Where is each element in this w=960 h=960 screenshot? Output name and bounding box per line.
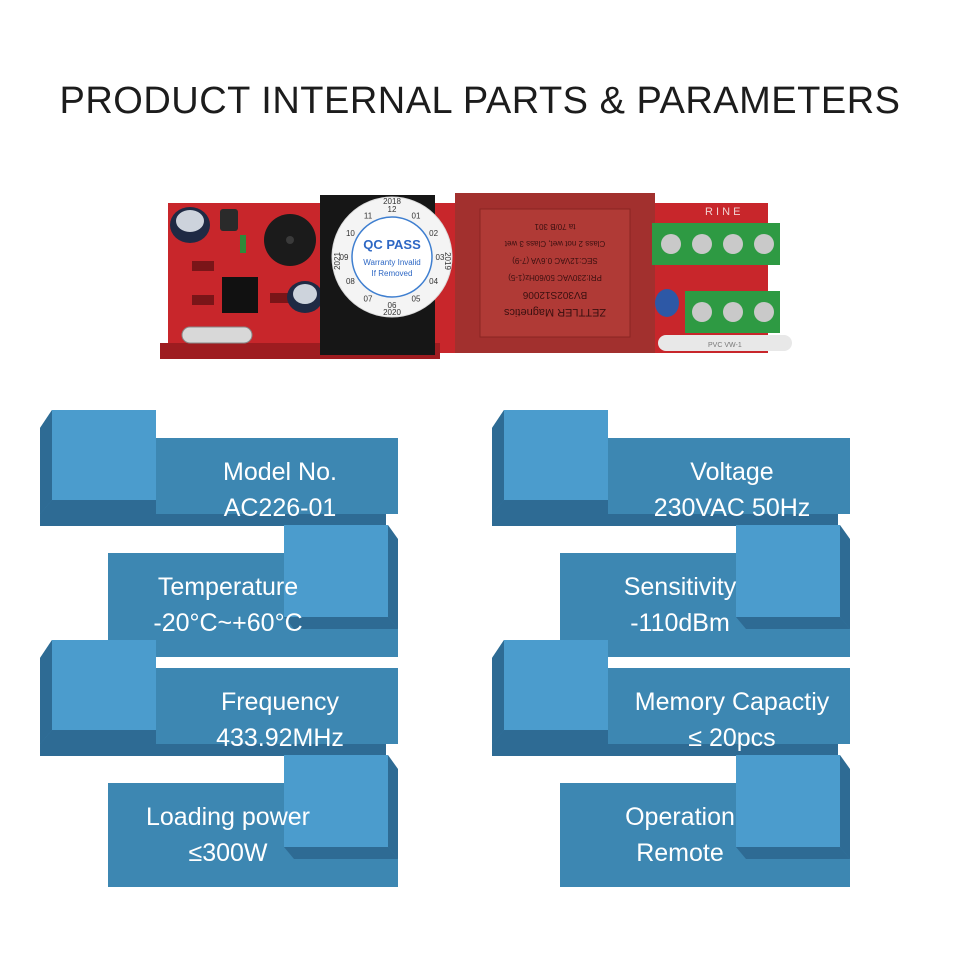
- param-card-text: Operation Remote: [560, 783, 800, 887]
- param-label: Sensitivity: [623, 573, 737, 601]
- dial-number: 02: [429, 229, 438, 238]
- param-card-shape: [560, 755, 850, 887]
- transformer: ZETTLER Magnetics BV302S12006 PRI:230VAC 5…: [455, 193, 655, 353]
- param-card: Voltage 230VAC 50Hz: [492, 410, 920, 542]
- param-card-shape: [40, 640, 398, 756]
- product-photo: QC PASS Warranty Invalid If Removed 12 01…: [160, 193, 792, 359]
- param-card-text: Temperature -20°C~+60°C: [108, 553, 348, 657]
- chip-icon: [222, 277, 258, 313]
- transformer-label: ta 70/B 301: [534, 222, 575, 231]
- dial-number: 04: [429, 277, 438, 286]
- param-card: Sensitivity -110dBm: [492, 525, 920, 657]
- transformer-label: BV302S12006: [522, 289, 587, 300]
- svg-text:PVC VW-1: PVC VW-1: [708, 342, 742, 349]
- dial-number: 12: [388, 205, 397, 214]
- param-card: Operation Remote: [492, 755, 920, 887]
- param-label: Frequency: [220, 688, 340, 716]
- blue-capacitor-icon: [655, 289, 679, 317]
- param-card-text: Loading power ≤300W: [108, 783, 348, 887]
- param-card: Frequency 433.92MHz: [40, 640, 468, 772]
- svg-text:Warranty Invalid: Warranty Invalid: [363, 258, 421, 267]
- capacitor-icon-2: [287, 281, 323, 313]
- param-value: -20°C~+60°C: [153, 609, 303, 637]
- dial-number: 07: [364, 295, 373, 304]
- param-label: Loading power: [145, 803, 310, 831]
- param-label: Memory Capactiy: [634, 688, 830, 716]
- param-value: 230VAC 50Hz: [653, 494, 811, 522]
- dial-number: 10: [346, 229, 355, 238]
- param-card-shape: [40, 410, 398, 526]
- param-card-shape: [108, 525, 398, 657]
- transformer-label: Class 2 not wet, Class 3 wet: [504, 239, 605, 248]
- svg-text:R I N E: R I N E: [705, 206, 740, 218]
- dial-number: 11: [364, 211, 373, 220]
- param-label: Model No.: [223, 458, 337, 486]
- param-card: Memory Capactiy ≤ 20pcs: [492, 640, 920, 772]
- param-card-shape: [108, 755, 398, 887]
- transformer-label: SEC:12VAC 0.6VA (7-9): [512, 256, 598, 265]
- param-card-text: Memory Capactiy ≤ 20pcs: [612, 668, 852, 772]
- param-card-shape: [492, 410, 850, 526]
- dial-number: 03: [436, 253, 445, 262]
- param-card-shape: [492, 640, 850, 756]
- page-title: PRODUCT INTERNAL PARTS & PARAMETERS: [59, 80, 901, 122]
- svg-text:2020: 2020: [383, 308, 401, 317]
- param-value: -110dBm: [630, 609, 730, 637]
- svg-text:If Removed: If Removed: [372, 269, 413, 278]
- dial-number: 09: [340, 253, 349, 262]
- param-label: Operation: [625, 803, 735, 831]
- dial-number: 01: [412, 211, 421, 220]
- param-card-text: Voltage 230VAC 50Hz: [612, 438, 852, 542]
- param-value: Remote: [636, 839, 724, 867]
- capacitor-icon: [170, 207, 210, 243]
- param-value: ≤300W: [188, 839, 268, 867]
- param-card: Temperature -20°C~+60°C: [40, 525, 468, 657]
- dial-number: 06: [388, 301, 397, 310]
- transformer-label: PRI:230VAC 50/60Hz(1-5): [508, 273, 602, 282]
- param-card-shape: [560, 525, 850, 657]
- svg-text:2018: 2018: [383, 197, 401, 206]
- param-label: Voltage: [690, 458, 774, 486]
- buzzer-icon: [264, 214, 316, 266]
- param-value: AC226-01: [223, 494, 337, 522]
- terminal-block-bottom: [685, 291, 780, 333]
- transformer-label: ZETTLER Magnetics: [503, 306, 606, 318]
- qc-pass-sticker: QC PASS Warranty Invalid If Removed 12 01…: [331, 196, 453, 318]
- terminal-block-top: [652, 223, 780, 265]
- param-card-text: Sensitivity -110dBm: [560, 553, 800, 657]
- dial-number: 05: [412, 295, 421, 304]
- param-card: Loading power ≤300W: [40, 755, 468, 887]
- svg-text:2019: 2019: [443, 252, 452, 270]
- param-value: 433.92MHz: [216, 724, 344, 752]
- param-card-text: Model No. AC226-01: [160, 438, 400, 542]
- param-card: Model No. AC226-01: [40, 410, 468, 542]
- svg-text:2021: 2021: [333, 252, 342, 270]
- param-card-text: Frequency 433.92MHz: [160, 668, 400, 772]
- svg-text:QC PASS: QC PASS: [363, 237, 421, 252]
- param-value: ≤ 20pcs: [688, 724, 776, 752]
- dial-number: 08: [346, 277, 355, 286]
- param-label: Temperature: [157, 573, 299, 601]
